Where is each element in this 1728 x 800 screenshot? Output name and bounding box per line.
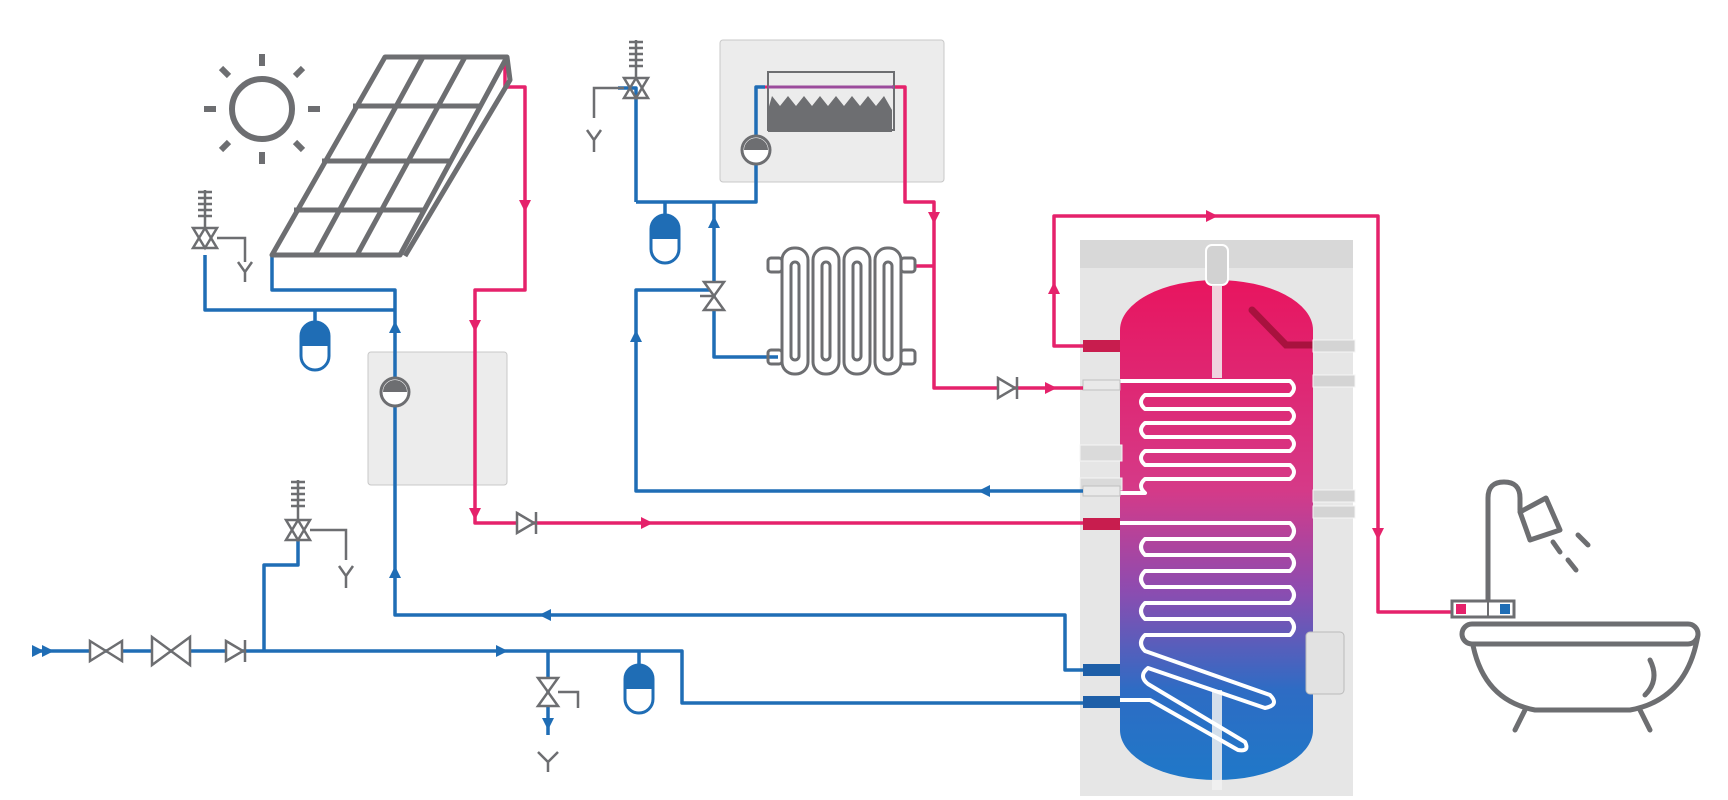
safety-valve-icon bbox=[283, 480, 355, 588]
mains-supply-pipe bbox=[40, 649, 1083, 705]
flow-stub-boiler bbox=[1082, 379, 1121, 391]
tank-inner bbox=[1120, 280, 1313, 780]
boiler-icon bbox=[767, 71, 895, 132]
safety-valve-icon bbox=[585, 40, 651, 152]
hot-flow-arrows bbox=[469, 200, 1384, 540]
radiator-supply-pipe bbox=[712, 202, 716, 282]
cold-flow-arrows bbox=[32, 216, 990, 730]
expansion-vessel-icon bbox=[623, 663, 655, 715]
return-stub-boiler bbox=[1082, 485, 1121, 497]
sensor-housing bbox=[1305, 631, 1345, 695]
safety-branch-mains bbox=[262, 540, 300, 651]
safety-valve-icon bbox=[190, 190, 254, 282]
radiator-return-pipe bbox=[712, 302, 778, 359]
gate-valve-icon bbox=[88, 638, 124, 664]
check-valve-icon bbox=[996, 375, 1019, 401]
cold-inlet-stub bbox=[1083, 696, 1120, 708]
solar-panel-icon bbox=[269, 54, 513, 258]
immersion-heater bbox=[1248, 306, 1317, 349]
radiator-icon bbox=[766, 246, 917, 376]
collector-return-pipe bbox=[203, 255, 395, 312]
check-valve-icon bbox=[224, 638, 247, 664]
mixing-valve-icon bbox=[700, 280, 727, 312]
expansion-vessel-icon bbox=[299, 320, 331, 372]
check-valve-icon bbox=[515, 510, 538, 536]
hot-outlet-stub bbox=[1083, 340, 1120, 352]
storage-tank bbox=[1079, 240, 1356, 796]
solar-return-stub bbox=[1083, 664, 1120, 676]
solar-flow-stub bbox=[1083, 518, 1120, 530]
mixer-tap-icon bbox=[1450, 599, 1516, 619]
cold-pipes bbox=[40, 85, 1083, 735]
boiler-flow-pipe bbox=[892, 85, 1083, 390]
solar-return-pipe bbox=[270, 255, 1083, 672]
burner-flame-icon bbox=[768, 96, 892, 132]
lower-solar-coil bbox=[1120, 521, 1296, 753]
boiler-safety-branch bbox=[618, 86, 638, 202]
upper-heating-coil bbox=[1120, 379, 1296, 495]
boiler-pump-icon bbox=[740, 134, 772, 166]
bathtub-shower-icon bbox=[1459, 479, 1701, 733]
expansion-vessel-icon bbox=[649, 213, 681, 265]
pump-station-panel bbox=[367, 351, 508, 486]
gate-valve-icon bbox=[150, 634, 192, 668]
sun-icon bbox=[204, 54, 320, 164]
solar-pump-icon bbox=[379, 376, 411, 408]
drain-valve-icon bbox=[535, 676, 580, 772]
